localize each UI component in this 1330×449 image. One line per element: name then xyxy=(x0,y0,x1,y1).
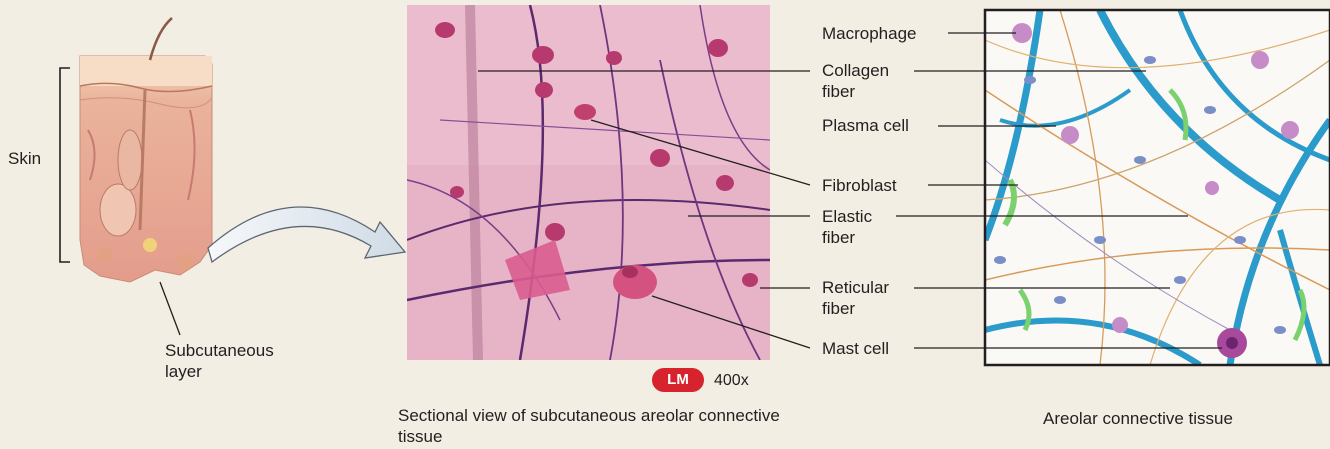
reticular-fiber-label: Reticular fiber xyxy=(822,277,910,319)
illustration-caption: Areolar connective tissue xyxy=(1043,408,1233,429)
lm-badge: LM xyxy=(652,368,704,392)
subcutaneous-layer-label: Subcutaneous layer xyxy=(165,340,315,382)
light-micrograph xyxy=(407,5,770,360)
subcutaneous-leader-line xyxy=(160,282,180,335)
mast-cell-label: Mast cell xyxy=(822,338,889,359)
plasma-cell-label: Plasma cell xyxy=(822,115,909,136)
macrophage-label: Macrophage xyxy=(822,23,917,44)
magnification-label: 400x xyxy=(714,370,749,391)
areolar-tissue-illustration xyxy=(985,10,1330,365)
collagen-fiber-label: Collagen fiber xyxy=(822,60,910,102)
skin-block-illustration xyxy=(80,18,212,282)
curved-arrow xyxy=(208,207,405,262)
skin-label: Skin xyxy=(8,148,41,169)
elastic-fiber-label: Elastic fiber xyxy=(822,206,892,248)
fibroblast-label: Fibroblast xyxy=(822,175,897,196)
micrograph-caption: Sectional view of subcutaneous areolar c… xyxy=(398,405,818,447)
skin-bracket xyxy=(60,68,70,262)
